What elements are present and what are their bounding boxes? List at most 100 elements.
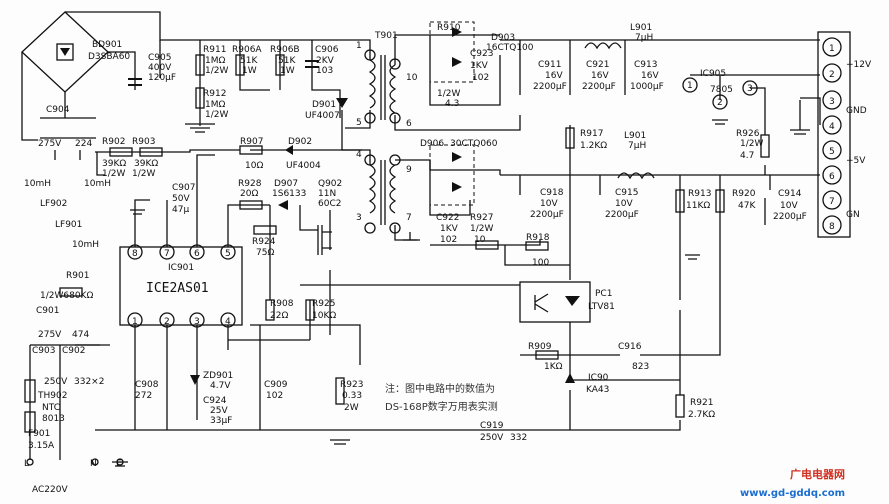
component-label: R913 bbox=[688, 189, 711, 199]
r925-symbol bbox=[305, 299, 315, 321]
component-label: 47μ bbox=[172, 205, 189, 215]
component-label: 400V bbox=[148, 63, 172, 73]
component-label: 16CTQ100 bbox=[486, 43, 534, 53]
component-label: C913 bbox=[634, 60, 657, 70]
component-label: C922 bbox=[436, 213, 459, 223]
component-label: 16V bbox=[641, 71, 659, 81]
r918-symbol bbox=[525, 241, 549, 251]
component-label: 20Ω bbox=[240, 189, 258, 199]
component-label: C916 bbox=[618, 342, 642, 352]
r928-symbol bbox=[239, 200, 263, 210]
component-label: 1000μF bbox=[630, 82, 664, 92]
component-label: R909 bbox=[528, 342, 552, 352]
component-label: C923 bbox=[470, 49, 493, 59]
component-label: R910 bbox=[437, 23, 461, 33]
r908-symbol bbox=[265, 299, 275, 321]
component-label: 2200μF bbox=[533, 82, 567, 92]
r927-symbol bbox=[475, 240, 499, 250]
watermark-site-name: 广电电器网 bbox=[790, 467, 845, 481]
component-label: GN bbox=[846, 210, 860, 220]
component-label: 250V bbox=[44, 377, 68, 387]
l901-mid-coil bbox=[617, 172, 655, 180]
component-label: 1MΩ bbox=[205, 56, 225, 66]
component-label: R920 bbox=[732, 189, 756, 199]
component-label: 10V bbox=[615, 199, 633, 209]
measurement-note-line-2: DS-168P数字万用表实测 bbox=[385, 400, 498, 413]
component-label: R924 bbox=[252, 237, 276, 247]
component-label: C904 bbox=[46, 105, 70, 115]
component-label: D901 bbox=[312, 100, 336, 110]
t901-secondary-1 bbox=[389, 64, 397, 114]
component-label: C915 bbox=[615, 188, 638, 198]
component-label: N bbox=[90, 459, 97, 469]
component-label: 272 bbox=[135, 391, 152, 401]
component-label: 8013 bbox=[42, 414, 65, 424]
component-label: Q902 bbox=[318, 179, 342, 189]
ic90-symbol bbox=[565, 373, 575, 383]
component-label: 102 bbox=[472, 73, 489, 83]
fuse-symbol bbox=[24, 411, 36, 433]
component-label: +12V bbox=[846, 60, 872, 70]
component-label: KA43 bbox=[586, 385, 609, 395]
component-label: 2W bbox=[344, 403, 359, 413]
component-label: 1/2W680KΩ bbox=[40, 291, 93, 301]
component-label: 4.7V bbox=[210, 381, 231, 391]
ic-pin-number: 8 bbox=[132, 249, 138, 259]
transformer-pin-number: 7 bbox=[406, 213, 412, 223]
component-label: 1W bbox=[242, 66, 257, 76]
component-label: 1/2W bbox=[205, 66, 228, 76]
component-label: ICE2AS01 bbox=[146, 281, 209, 296]
zd901-symbol bbox=[190, 375, 200, 385]
r911-symbol bbox=[195, 54, 205, 76]
component-label: R903 bbox=[132, 137, 155, 147]
ntc-symbol bbox=[24, 379, 36, 403]
component-label: 224 bbox=[75, 139, 92, 149]
component-label: NTC bbox=[42, 403, 60, 413]
d907-symbol bbox=[278, 200, 288, 210]
component-label: 7805 bbox=[710, 85, 733, 95]
component-label: T901 bbox=[374, 31, 398, 41]
component-label: R902 bbox=[102, 137, 125, 147]
transformer-pin-number: 5 bbox=[356, 118, 362, 128]
d902-symbol bbox=[285, 145, 293, 155]
component-label: C902 bbox=[62, 346, 85, 356]
component-label: R908 bbox=[270, 299, 294, 309]
component-label: 22Ω bbox=[270, 311, 288, 321]
r902-symbol bbox=[109, 147, 133, 157]
component-label: R906A bbox=[232, 45, 262, 55]
component-label: 2200μF bbox=[582, 82, 616, 92]
r917-symbol bbox=[565, 127, 575, 149]
component-label: 1MΩ bbox=[205, 100, 225, 110]
component-label: UF4004 bbox=[286, 161, 321, 171]
component-label: D907 bbox=[274, 179, 298, 189]
r926-symbol bbox=[760, 134, 770, 158]
component-label: R901 bbox=[66, 271, 89, 281]
component-label: 7μH bbox=[628, 141, 646, 151]
r912-symbol bbox=[195, 87, 205, 109]
component-label: 11N bbox=[318, 189, 336, 199]
component-label: C919 bbox=[480, 421, 504, 431]
ic-pin-number: 1 bbox=[132, 317, 138, 327]
component-label: R907 bbox=[240, 137, 263, 147]
component-label: 10KΩ bbox=[312, 311, 336, 321]
component-label: E bbox=[116, 459, 122, 469]
connector-pin-number: 7 bbox=[829, 197, 835, 207]
component-label: UF4007 bbox=[305, 111, 340, 121]
component-label: D3SBA60 bbox=[88, 52, 130, 62]
component-label: 102 bbox=[266, 391, 283, 401]
component-label: 275V bbox=[38, 330, 62, 340]
component-label: 1/2W bbox=[470, 224, 493, 234]
component-label: BD901 bbox=[92, 40, 122, 50]
component-label: R927 bbox=[470, 213, 493, 223]
component-label: C901 bbox=[36, 306, 59, 316]
connector-pin-number: 3 bbox=[829, 97, 835, 107]
r924-symbol bbox=[253, 225, 277, 235]
component-label: LTV81 bbox=[588, 302, 615, 312]
d903-symbol bbox=[452, 57, 462, 67]
component-label: 11KΩ bbox=[686, 201, 710, 211]
component-label: 33μF bbox=[210, 416, 232, 426]
component-label: D902 bbox=[288, 137, 312, 147]
connector-pin-number: 4 bbox=[829, 122, 835, 132]
